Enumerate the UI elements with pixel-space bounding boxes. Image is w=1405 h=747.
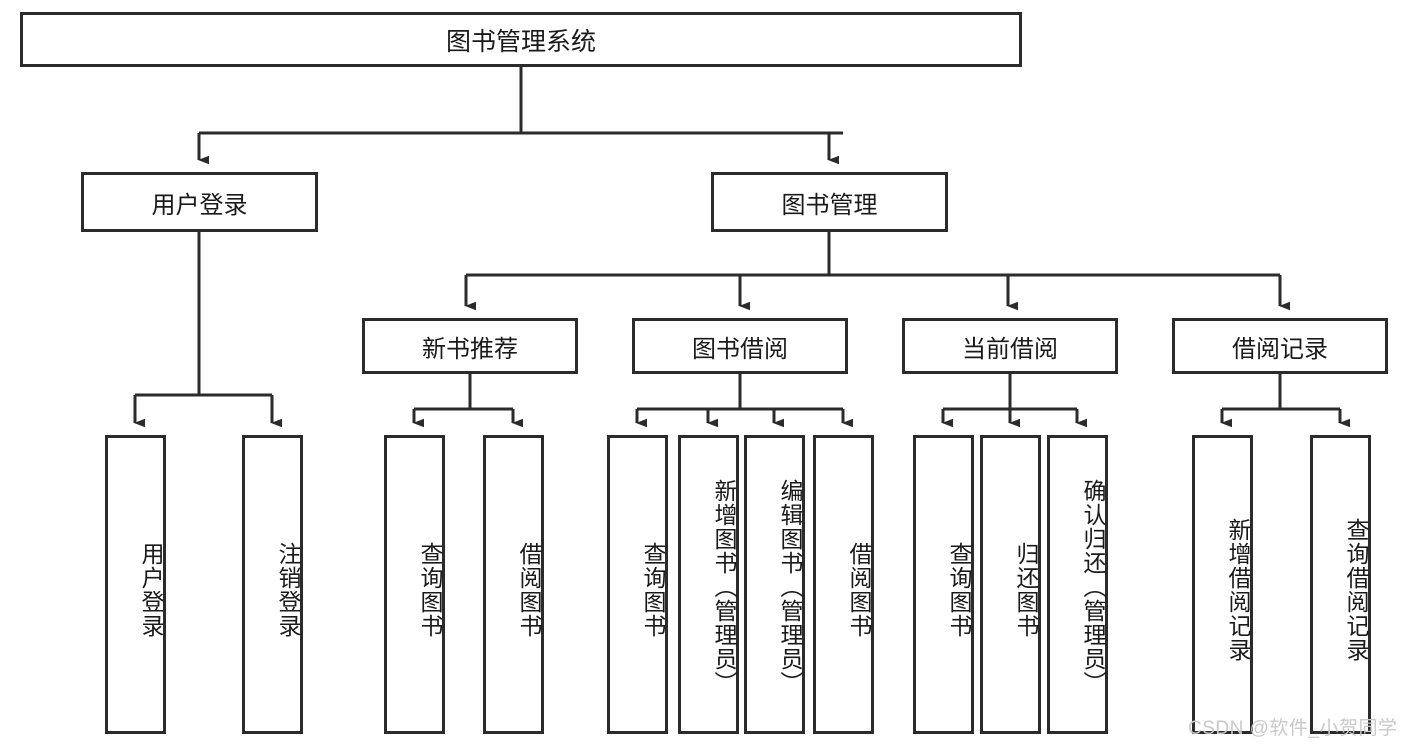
node-label: 查询图书 bbox=[640, 541, 666, 638]
leaf-add-book-admin[interactable]: 新增图书（管理员） bbox=[678, 435, 739, 734]
leaf-borrow-book[interactable]: 借阅图书 bbox=[813, 435, 874, 734]
node-label: 借阅图书 bbox=[846, 541, 872, 638]
node-label: 注销登录 bbox=[275, 541, 301, 638]
node-label: 图书借阅 bbox=[692, 335, 788, 363]
node-label: 新增借阅记录 bbox=[1225, 517, 1251, 662]
node-label: 确认归还（管理员） bbox=[1080, 478, 1106, 695]
node-label: 查询图书 bbox=[946, 541, 972, 638]
node-label: 查询借阅记录 bbox=[1343, 517, 1369, 662]
leaf-borrow-book-recommend[interactable]: 借阅图书 bbox=[483, 435, 544, 734]
leaf-query-book-current[interactable]: 查询图书 bbox=[913, 435, 974, 734]
node-label: 当前借阅 bbox=[962, 335, 1058, 363]
node-label: 用户登录 bbox=[138, 541, 164, 638]
node-borrow-record[interactable]: 借阅记录 bbox=[1172, 318, 1388, 374]
node-label: 归还图书 bbox=[1013, 541, 1039, 638]
node-root-system[interactable]: 图书管理系统 bbox=[20, 12, 1022, 67]
node-label: 用户登录 bbox=[151, 191, 248, 219]
leaf-query-book-borrow[interactable]: 查询图书 bbox=[607, 435, 668, 734]
node-label: 查询图书 bbox=[417, 541, 443, 638]
leaf-edit-book-admin[interactable]: 编辑图书（管理员） bbox=[744, 435, 805, 734]
leaf-user-login[interactable]: 用户登录 bbox=[105, 435, 166, 734]
node-new-book-recommend[interactable]: 新书推荐 bbox=[362, 318, 578, 374]
node-label: 编辑图书（管理员） bbox=[777, 478, 803, 695]
node-book-borrow[interactable]: 图书借阅 bbox=[632, 318, 848, 374]
leaf-query-borrow-record[interactable]: 查询借阅记录 bbox=[1310, 435, 1371, 734]
leaf-user-logout[interactable]: 注销登录 bbox=[242, 435, 303, 734]
node-book-manage[interactable]: 图书管理 bbox=[711, 172, 948, 232]
node-label: 新书推荐 bbox=[422, 335, 518, 363]
leaf-add-borrow-record[interactable]: 新增借阅记录 bbox=[1192, 435, 1253, 734]
node-label: 借阅图书 bbox=[516, 541, 542, 638]
leaf-confirm-return-admin[interactable]: 确认归还（管理员） bbox=[1047, 435, 1108, 734]
node-label: 图书管理系统 bbox=[445, 27, 596, 56]
node-user-login[interactable]: 用户登录 bbox=[81, 172, 318, 232]
watermark-text: CSDN @软件_小贺同学 bbox=[1188, 718, 1398, 739]
leaf-query-book-recommend[interactable]: 查询图书 bbox=[384, 435, 445, 734]
leaf-return-book[interactable]: 归还图书 bbox=[980, 435, 1041, 734]
node-label: 图书管理 bbox=[781, 191, 878, 219]
node-current-borrow[interactable]: 当前借阅 bbox=[902, 318, 1118, 374]
node-label: 新增图书（管理员） bbox=[711, 478, 737, 695]
node-label: 借阅记录 bbox=[1232, 335, 1328, 363]
